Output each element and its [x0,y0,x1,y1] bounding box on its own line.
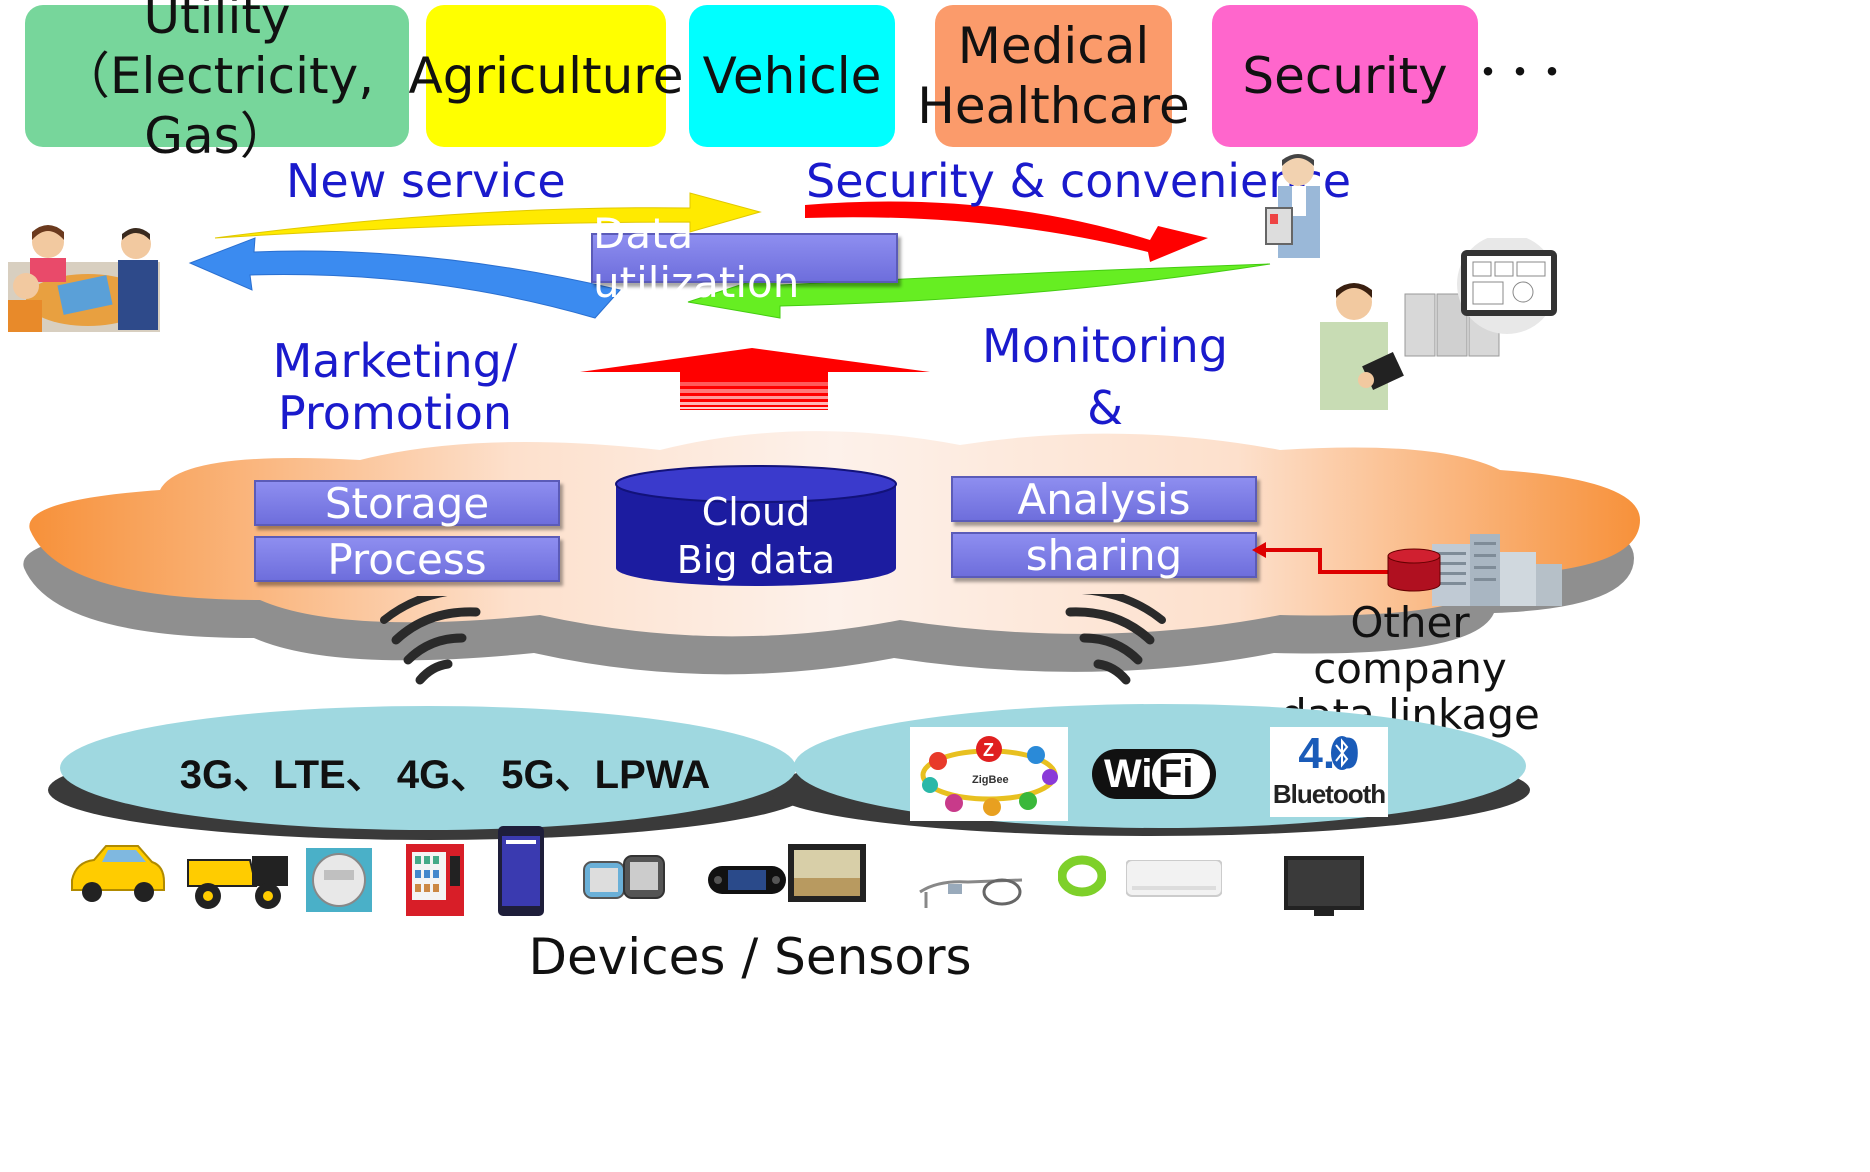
cylinder-line2: Big data [676,538,836,582]
data-utilization-box: Data utilization [591,209,898,307]
wifi-signal-icon-2 [1056,594,1166,685]
bluetooth-icon [1331,736,1353,770]
label-marketing-line1: Marketing/ [272,334,518,388]
analysis-label: Analysis [1017,474,1191,524]
smartphone-icon [498,826,544,916]
up-arrow [580,348,930,410]
fitness-band-icon [1058,855,1106,897]
yellow-arrow [214,192,762,239]
devices-sensors-label: Devices / Sensors [528,928,972,986]
buildings-icon [1432,534,1562,606]
category-medical-line2: Healthcare [917,77,1190,135]
data-utilization-label: Data utilization [593,209,800,307]
dump-truck-icon [187,856,288,909]
smart-glasses-icon [919,878,1023,908]
storage-label: Storage [324,478,490,528]
wifi-logo: Wi Fi [1090,745,1222,801]
people-meeting-icon [8,225,160,332]
category-agriculture: Agriculture [409,5,684,147]
big-data-cylinder [615,465,897,586]
game-console-icon [708,866,786,894]
bluetooth-text: Bluetooth [1272,779,1386,809]
sharing-label: sharing [1025,530,1183,580]
car-icon [71,845,165,902]
label-monitoring-line1: Monitoring & [982,319,1228,435]
database-icon [1387,548,1441,592]
storage-box: Storage [254,478,560,528]
up-arrow-stripes [680,382,828,409]
tv-icon [1284,856,1364,916]
category-utility-line2: （Electricity, Gas） [59,47,375,165]
process-box: Process [254,534,560,584]
category-medical: Medical Healthcare [917,5,1190,147]
other-company-line1: Other company [1313,598,1507,693]
more-ellipsis: ・・・ [1468,50,1572,96]
wifi-logo-fi: Fi [1158,752,1194,796]
cylinder-text: Cloud Big data [614,488,898,584]
bluetooth-logo: 4.0 Bluetooth [1270,727,1388,817]
zigbee-icon: Z ZigBee [920,736,1058,816]
vending-machine-icon [406,844,464,916]
air-conditioner-icon [1126,860,1222,897]
cycle-arrows [188,192,1271,410]
label-security-convenience: Security & convenience [806,154,1352,208]
smart-meter-icon [306,848,372,912]
category-security-label: Security [1242,47,1448,105]
bluetooth-version: 4.0 [1298,729,1360,778]
sharing-box: sharing [951,530,1257,580]
category-utility: Utility （Electricity, Gas） [25,0,409,165]
process-label: Process [327,534,487,584]
businessman-tablet-icon [1265,154,1320,258]
label-marketing: Marketing/ Promotion [270,330,520,444]
worker-tablet-icon [1320,283,1404,410]
category-security: Security [1212,5,1478,147]
label-marketing-line2: Promotion [277,386,513,440]
zigbee-text: ZigBee [972,774,1009,786]
smartwatch-icon [583,855,665,899]
green-arrow [687,263,1271,319]
analysis-box: Analysis [951,474,1257,524]
category-medical-line1: Medical [957,17,1150,75]
blue-arrow [188,237,621,319]
svg-text:Z: Z [983,740,994,760]
category-agriculture-label: Agriculture [408,47,684,105]
category-vehicle-label: Vehicle [702,47,882,105]
photo-frame-icon [788,844,866,902]
cellular-networks-label: 3G、LTE、 4G、 5G、LPWA [179,753,711,797]
factory-tablet-icon [1404,238,1557,357]
category-utility-line1: Utility [143,0,291,45]
category-vehicle: Vehicle [689,5,895,147]
red-arrow [805,201,1208,262]
wifi-logo-wi: Wi [1104,752,1153,796]
cylinder-line1: Cloud [701,490,811,534]
wifi-signal-icon [380,596,481,685]
label-new-service: New service [286,154,566,208]
zigbee-logo: Z ZigBee [910,727,1068,821]
